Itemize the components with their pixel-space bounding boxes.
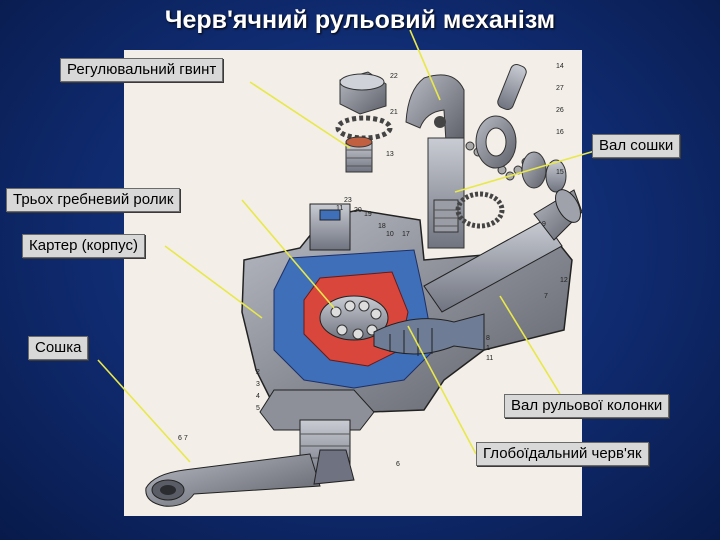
part-number: 19 bbox=[364, 211, 372, 218]
roller-bearing-ring bbox=[475, 115, 517, 169]
callout-housing: Картер (корпус) bbox=[22, 234, 146, 258]
part-number: 10 bbox=[386, 231, 394, 238]
lock-washer bbox=[335, 115, 393, 141]
callout-triple-roller: Трьох гребневий ролик bbox=[6, 188, 181, 212]
callout-column-shaft: Вал рульової колонки bbox=[504, 394, 670, 418]
part-number: 15 bbox=[556, 169, 564, 176]
callout-sector-shaft: Вал сошки bbox=[592, 134, 681, 158]
part-number: 11 bbox=[486, 355, 493, 362]
part-number: 20 bbox=[354, 207, 362, 214]
part-number: 26 bbox=[556, 107, 564, 114]
part-number: 23 bbox=[344, 197, 352, 204]
steering-column-shaft bbox=[423, 189, 582, 313]
part-number: 17 bbox=[402, 231, 410, 238]
steering-mechanism-illustration: 14 22 27 21 26 16 13 15 23 11 20 19 18 1… bbox=[124, 50, 582, 516]
part-number: 7 bbox=[544, 293, 548, 300]
part-number: 11 bbox=[336, 205, 343, 212]
part-number: 1 bbox=[486, 345, 490, 352]
part-number: 18 bbox=[378, 223, 386, 230]
pin-part bbox=[497, 63, 527, 111]
part-number: 5 bbox=[256, 405, 260, 412]
part-number: 3 bbox=[256, 381, 260, 388]
slide-title: Черв'ячний рульовий механізм bbox=[164, 6, 556, 34]
pitman-arm bbox=[145, 419, 355, 507]
exploded-cutaway-drawing: 14 22 27 21 26 16 13 15 23 11 20 19 18 1… bbox=[145, 63, 582, 507]
part-number: 14 bbox=[556, 63, 564, 70]
part-number: 27 bbox=[556, 85, 564, 92]
callout-worm: Глобоїдальний черв'як bbox=[476, 442, 649, 466]
adjusting-screw bbox=[345, 136, 373, 173]
part-number: 16 bbox=[556, 129, 564, 136]
part-number: 13 bbox=[386, 151, 394, 158]
part-number: 8 bbox=[486, 335, 490, 342]
callout-pitman-arm: Сошка bbox=[28, 336, 89, 360]
part-number: 2 bbox=[256, 369, 260, 376]
part-number: 6 7 bbox=[178, 435, 188, 442]
part-number: 12 bbox=[560, 277, 568, 284]
part-number: 6 bbox=[396, 461, 400, 468]
part-number: 9 bbox=[542, 221, 546, 228]
callout-adjusting-screw: Регулювальний гвинт bbox=[60, 58, 224, 82]
adjusting-nut bbox=[339, 71, 387, 115]
part-number: 4 bbox=[256, 393, 260, 400]
part-number: 21 bbox=[390, 109, 398, 116]
part-number: 22 bbox=[390, 73, 398, 80]
